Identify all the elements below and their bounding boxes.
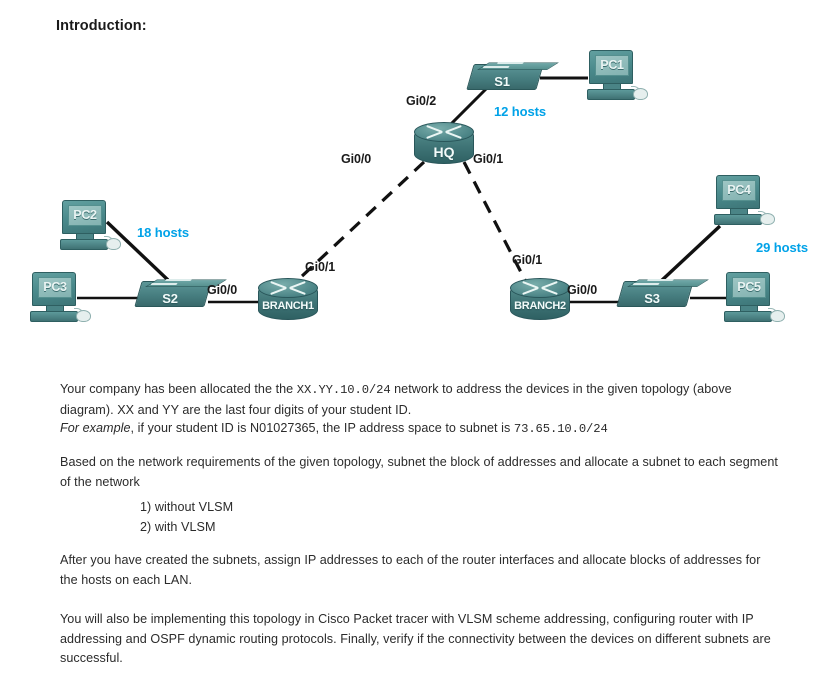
p1-network-block: XX.YY.10.0/24 — [296, 383, 391, 397]
pc-monitor: PC1 — [589, 50, 633, 84]
device-s1[interactable]: S1 — [466, 58, 559, 98]
pc-screen: PC1 — [595, 55, 629, 76]
pc-screen: PC3 — [38, 277, 72, 298]
pc-screen: PC4 — [722, 180, 756, 201]
device-pc2[interactable]: PC2 — [58, 200, 121, 256]
device-label: PC4 — [727, 183, 751, 198]
pc-monitor: PC2 — [62, 200, 106, 234]
device-branch1-router[interactable]: BRANCH1 — [258, 278, 320, 324]
device-label: PC3 — [43, 280, 67, 295]
topology-links — [77, 76, 727, 304]
device-pc5[interactable]: PC5 — [722, 272, 785, 328]
p2-network-block: 73.65.10.0/24 — [513, 422, 608, 436]
router-arrows-icon — [270, 281, 306, 296]
interface-label-branch1-gi01: Gi0/1 — [305, 260, 336, 274]
pc-neck — [76, 234, 94, 240]
task-item-without-vlsm: 1) without VLSM — [140, 500, 234, 514]
link-pc2-s2 — [105, 220, 170, 282]
router-arrows-icon — [426, 125, 462, 140]
pc-mouse — [76, 310, 91, 322]
pc-mouse — [106, 238, 121, 250]
p3-text: Based on the network requirements of the… — [60, 455, 778, 489]
host-count-lan-s3: 29 hosts — [756, 240, 808, 255]
pc-monitor: PC5 — [726, 272, 770, 306]
link-s3-pc4 — [658, 224, 722, 284]
paragraph-requirements: Based on the network requirements of the… — [60, 453, 778, 492]
device-label: S3 — [644, 291, 660, 306]
pc-base — [60, 239, 108, 250]
interface-label-branch1-gi00: Gi0/0 — [207, 283, 238, 297]
paragraph-example: For example, if your student ID is N0102… — [60, 419, 800, 440]
pc-mouse — [770, 310, 785, 322]
host-count-lan-s2: 18 hosts — [137, 225, 189, 240]
paragraph-assign-ip: After you have created the subnets, assi… — [60, 551, 778, 590]
pc-neck — [740, 306, 758, 312]
pc-base — [30, 311, 78, 322]
interface-label-hq-gi02: Gi0/2 — [406, 94, 437, 108]
pc-neck — [46, 306, 64, 312]
interface-label-hq-gi01: Gi0/1 — [473, 152, 504, 166]
device-pc4[interactable]: PC4 — [712, 175, 775, 231]
pc-neck — [603, 84, 621, 90]
pc-mouse — [760, 213, 775, 225]
p2-emphasis: For example — [60, 421, 131, 435]
router-arrows-icon — [522, 281, 558, 296]
pc-base — [587, 89, 635, 100]
switch-arrows-icon — [149, 277, 201, 288]
device-pc3[interactable]: PC3 — [28, 272, 91, 328]
pc-monitor: PC3 — [32, 272, 76, 306]
device-label: HQ — [433, 144, 455, 160]
interface-label-hq-gi00: Gi0/0 — [341, 152, 372, 166]
p2-text-a: , if your student ID is N01027365, the I… — [130, 421, 514, 435]
device-s2[interactable]: S2 — [134, 275, 227, 315]
paragraph-allocation: Your company has been allocated the the … — [60, 380, 778, 420]
task-item-with-vlsm: 2) with VLSM — [140, 519, 216, 534]
paragraph-packet-tracer: You will also be implementing this topol… — [60, 610, 778, 669]
device-hq-router[interactable]: HQ — [414, 122, 476, 168]
device-label: PC5 — [737, 280, 761, 295]
device-label: S1 — [494, 74, 510, 89]
p1-text-a: Your company has been allocated the the — [60, 382, 297, 396]
pc-neck — [730, 209, 748, 215]
device-label: BRANCH1 — [262, 300, 314, 312]
device-pc1[interactable]: PC1 — [585, 50, 648, 106]
device-label: PC2 — [73, 208, 97, 223]
interface-label-branch2-gi01: Gi0/1 — [512, 253, 543, 267]
p1-text-b: network to address the devices in the gi… — [60, 382, 732, 417]
switch-arrows-icon — [631, 277, 683, 288]
device-label: S2 — [162, 291, 178, 306]
network-topology-diagram: S1 PC1 HQ BRANCH1 — [0, 40, 836, 360]
pc-screen: PC5 — [732, 277, 766, 298]
page-title: Introduction: — [56, 18, 147, 34]
switch-arrows-icon — [481, 60, 533, 71]
p5-text: You will also be implementing this topol… — [60, 612, 771, 665]
device-s3[interactable]: S3 — [616, 275, 709, 315]
device-branch2-router[interactable]: BRANCH2 — [510, 278, 572, 324]
pc-monitor: PC4 — [716, 175, 760, 209]
link-hq-branch2 — [462, 161, 527, 281]
device-label: BRANCH2 — [514, 300, 566, 312]
pc-base — [714, 214, 762, 225]
pc-mouse — [633, 88, 648, 100]
pc-base — [724, 311, 772, 322]
task-list: 1) without VLSM 2) with VLSM — [60, 498, 778, 537]
host-count-lan-s1: 12 hosts — [494, 104, 546, 119]
pc-screen: PC2 — [68, 205, 102, 226]
p4-text: After you have created the subnets, assi… — [60, 553, 761, 587]
link-hq-branch1 — [298, 160, 426, 280]
interface-label-branch2-gi00: Gi0/0 — [567, 283, 598, 297]
device-label: PC1 — [600, 58, 624, 73]
